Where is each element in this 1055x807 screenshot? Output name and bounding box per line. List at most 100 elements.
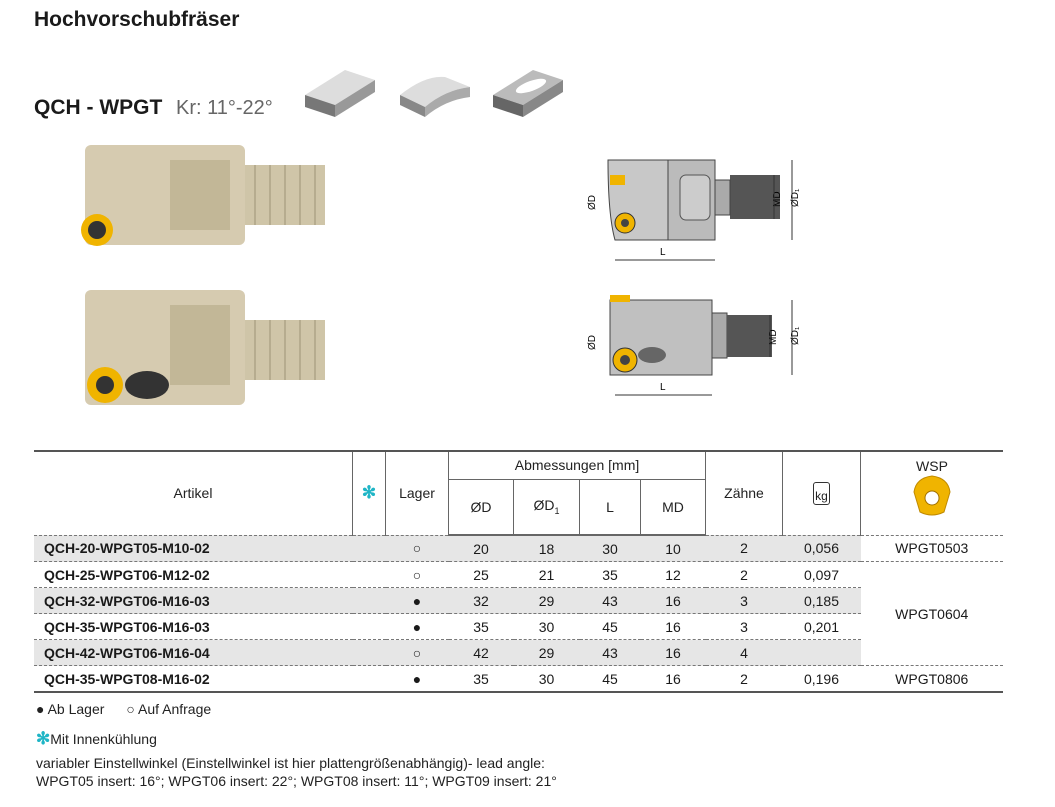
tool-photos [81,145,325,405]
col-l: L [579,479,641,536]
note-inserts: WPGT05 insert: 16°; WPGT06 insert: 22°; … [36,773,557,789]
cell-wsp: WPGT0806 [860,665,1003,693]
cell-kg: 0,097 [782,561,861,588]
cell-z: 2 [705,561,783,588]
col-zaehne: Zähne [705,450,783,535]
cell-artikel: QCH-35-WPGT06-M16-03 [34,613,353,640]
drawing-1: L ØD MD ØD₁ [587,159,801,261]
cell-md: 10 [640,534,706,562]
tool-photo-1 [81,145,325,246]
svg-text:ØD₁: ØD₁ [790,188,801,207]
series-title: QCH - WPGT [34,96,163,119]
svg-text:L: L [660,382,666,393]
weight-icon: kg [813,481,830,505]
cell-md: 16 [640,613,706,640]
col-d1: ØD1 [513,479,580,536]
cell-z: 3 [705,587,783,614]
note-lead-angle: variabler Einstellwinkel (Einstellwinkel… [36,755,545,771]
cell-kg: 0,201 [782,613,861,640]
svg-text:ØD₁: ØD₁ [790,326,801,345]
cell-artikel: QCH-42-WPGT06-M16-04 [34,639,353,666]
cell-d1: 21 [513,561,580,588]
cell-l: 43 [579,587,641,614]
cell-lager: ○ [385,639,449,666]
cell-star [352,613,386,640]
cell-wsp: WPGT0604 [860,561,1003,666]
cell-l: 30 [579,534,641,562]
cell-d: 20 [448,534,514,562]
col-md: MD [640,479,706,536]
cell-d1: 29 [513,587,580,614]
cell-md: 16 [640,587,706,614]
cell-star [352,639,386,666]
cell-artikel: QCH-32-WPGT06-M16-03 [34,587,353,614]
col-weight: kg [782,450,861,535]
cell-z: 3 [705,613,783,640]
cell-star [352,665,386,693]
svg-text:MD: MD [768,329,779,345]
svg-text:MD: MD [772,191,783,207]
svg-text:ØD: ØD [587,195,598,210]
cell-lager: ● [385,665,449,693]
cell-d1: 29 [513,639,580,666]
curved-surface-icon [400,76,470,117]
cell-kg: 0,185 [782,587,861,614]
material-icons [305,70,563,117]
legend-coolant: ✻Mit Innenkühlung [36,729,157,748]
coolant-star-icon: ✻ [36,729,51,748]
cell-md: 12 [640,561,706,588]
page-title: Hochvorschubfräser [34,8,240,31]
cell-d1: 30 [513,665,580,693]
pocket-icon [493,70,563,117]
cell-lager: ● [385,587,449,614]
cell-l: 45 [579,613,641,640]
cell-lager: ○ [385,534,449,562]
col-coolant: ✻ [352,450,386,535]
cell-l: 43 [579,639,641,666]
cell-d: 25 [448,561,514,588]
cell-kg [782,639,861,666]
svg-text:ØD: ØD [587,335,598,350]
col-wsp: WSP [860,450,1003,535]
insert-icon [913,475,951,516]
cell-z: 2 [705,534,783,562]
cell-z: 4 [705,639,783,666]
cell-z: 2 [705,665,783,693]
cell-artikel: QCH-35-WPGT08-M16-02 [34,665,353,693]
coolant-star-icon: ✻ [361,483,377,503]
cell-d: 35 [448,613,514,640]
cell-wsp: WPGT0503 [860,534,1003,562]
cell-lager: ○ [385,561,449,588]
cell-kg: 0,056 [782,534,861,562]
cell-md: 16 [640,665,706,693]
cell-d1: 18 [513,534,580,562]
col-lager: Lager [385,450,449,535]
block-icon [305,70,375,117]
col-artikel: Artikel [34,450,353,535]
svg-text:L: L [660,247,666,258]
cell-d: 35 [448,665,514,693]
technical-drawings: L ØD MD ØD₁ L ØD MD ØD₁ [587,159,801,396]
product-table: Artikel ✻ Lager Abmessungen [mm] Zähne k… [34,450,1003,693]
cell-l: 45 [579,665,641,693]
cell-star [352,534,386,562]
cell-md: 16 [640,639,706,666]
cell-kg: 0,196 [782,665,861,693]
cell-star [352,587,386,614]
cell-d: 42 [448,639,514,666]
cell-lager: ● [385,613,449,640]
cell-artikel: QCH-20-WPGT05-M10-02 [34,534,353,562]
tool-photo-2 [85,290,325,405]
cell-l: 35 [579,561,641,588]
cell-star [352,561,386,588]
col-abmessungen: Abmessungen [mm] [448,450,706,480]
legend-lager: ● Ab Lager○ Auf Anfrage [36,701,212,717]
drawing-2: L ØD MD ØD₁ [587,295,801,396]
kr-angle: Kr: 11°-22° [176,97,273,119]
cell-d: 32 [448,587,514,614]
